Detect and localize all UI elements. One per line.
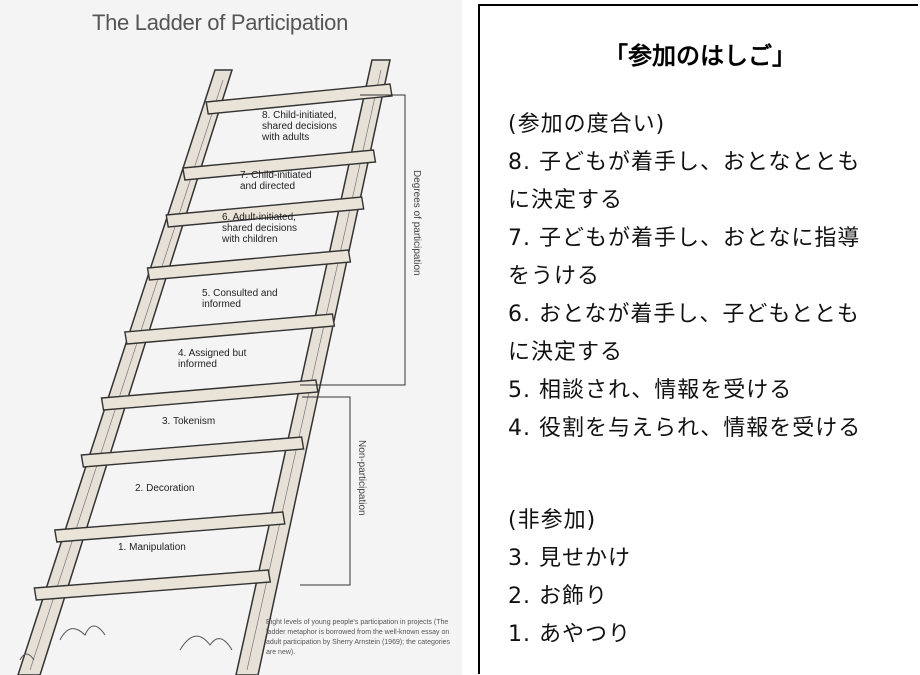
participation-line: に決定する [508, 188, 624, 213]
ladder-figure: The Ladder of Participation 8. Child-ini… [0, 0, 462, 675]
japanese-legend-panel: 「参加のはしご」 (参加の度合い) 8. 子どもが着手し、おとなととも に決定す… [478, 4, 918, 674]
ladder-rung [205, 83, 393, 115]
rung-1-label: 1. Manipulation [118, 542, 186, 553]
rung-6-label: 6. Adult-initiated, shared decisions wit… [222, 212, 298, 245]
rung-5-label: 5. Consulted and informed [202, 288, 278, 310]
ladder-rung [146, 249, 352, 281]
ladder-rung [54, 511, 286, 543]
non-participation-label: Non-participation [356, 440, 367, 516]
rung-4-label: 4. Assigned but informed [178, 348, 247, 370]
ladder-rung [100, 379, 319, 411]
participation-header: (参加の度合い) [508, 112, 666, 137]
non-participation-header: (非参加) [508, 508, 597, 533]
figure-title: The Ladder of Participation [91, 10, 349, 35]
ladder-drawing [17, 59, 406, 675]
participation-line: に決定する [508, 340, 624, 365]
rung-2-label: 2. Decoration [135, 483, 195, 494]
rung-8-label: 8. Child-initiated, shared decisions wit… [262, 110, 338, 143]
ladder-rung [124, 313, 336, 345]
ladder-rung [165, 196, 365, 228]
degrees-of-participation-label: Degrees of participation [411, 170, 422, 276]
non-participation-line: 3. 見せかけ [508, 546, 631, 571]
participation-line: 7. 子どもが着手し、おとなに指導 [508, 226, 861, 251]
participation-line: 4. 役割を与えられ、情報を受ける [508, 416, 862, 441]
non-participation-line: 2. お飾り [508, 584, 608, 609]
participation-line: をうける [508, 264, 601, 289]
ladder-rung [80, 436, 305, 468]
participation-line: 8. 子どもが着手し、おとなととも [508, 150, 861, 175]
degrees-bracket [300, 94, 406, 386]
rung-7-label: 7. Child-initiated and directed [240, 170, 312, 192]
participation-line: 6. おとなが着手し、子どもととも [508, 302, 860, 327]
figure-caption: Eight levels of young people's participa… [266, 619, 451, 656]
shrub-sketch [19, 625, 233, 661]
jp-title: 「参加のはしご」 [604, 42, 796, 70]
participation-line: 5. 相談され、情報を受ける [508, 378, 793, 403]
non-bracket [300, 396, 351, 586]
non-participation-line: 1. あやつり [508, 622, 631, 647]
rung-3-label: 3. Tokenism [162, 416, 216, 427]
ladder-rung [33, 569, 272, 601]
ladder-rung [182, 149, 377, 181]
